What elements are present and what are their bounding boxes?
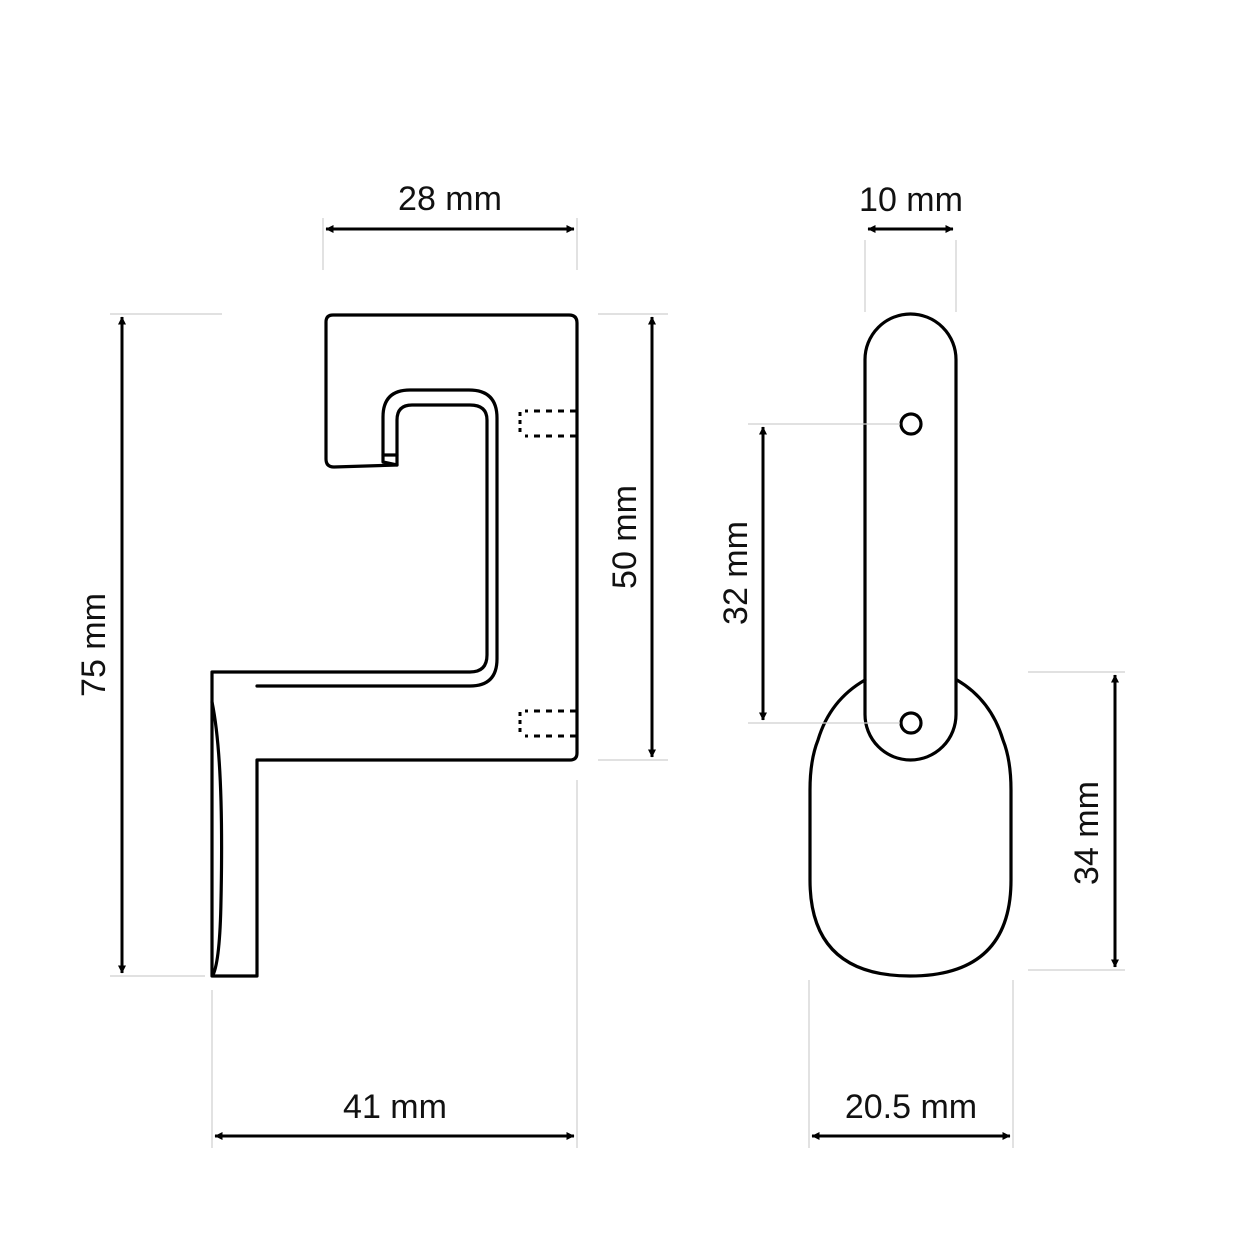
dimension-base-height: 34 mm [1068,674,1119,968]
dimension-total-height: 75 mm [75,316,126,974]
front-view: 10 mm 32 mm 34 mm 20.5 mm [717,181,1125,1148]
dimension-plate-width: 10 mm [859,181,963,233]
screw-hole-top [899,412,923,436]
hidden-screw-hole-top [518,409,576,438]
side-view: 28 mm 75 mm 50 mm 41 mm [75,180,668,1148]
dimension-base-width: 20.5 mm [811,1088,1011,1140]
hook-side-outline [210,313,579,978]
dimension-label-32mm: 32 mm [717,521,755,625]
hidden-screw-hole-bottom [518,709,576,738]
dimension-hole-spacing: 32 mm [717,426,767,721]
dimension-label-41mm: 41 mm [343,1088,447,1126]
base-rosette [808,678,1013,978]
dimension-top-width: 28 mm [325,180,575,233]
dimension-plate-height: 50 mm [606,316,656,758]
face-plate-curve [210,700,224,977]
dimension-label-20-5mm: 20.5 mm [845,1088,977,1126]
dimension-label-34mm: 34 mm [1068,781,1106,885]
dimension-label-50mm: 50 mm [606,485,644,589]
dimension-label-28mm: 28 mm [398,180,502,218]
dimension-label-10mm: 10 mm [859,181,963,219]
hook-outer-curve [255,388,499,688]
dimension-label-75mm: 75 mm [75,593,113,697]
mounting-plate [863,312,958,762]
dimension-total-depth: 41 mm [214,1088,575,1140]
hook-tip [381,453,399,467]
screw-hole-bottom [899,711,923,735]
